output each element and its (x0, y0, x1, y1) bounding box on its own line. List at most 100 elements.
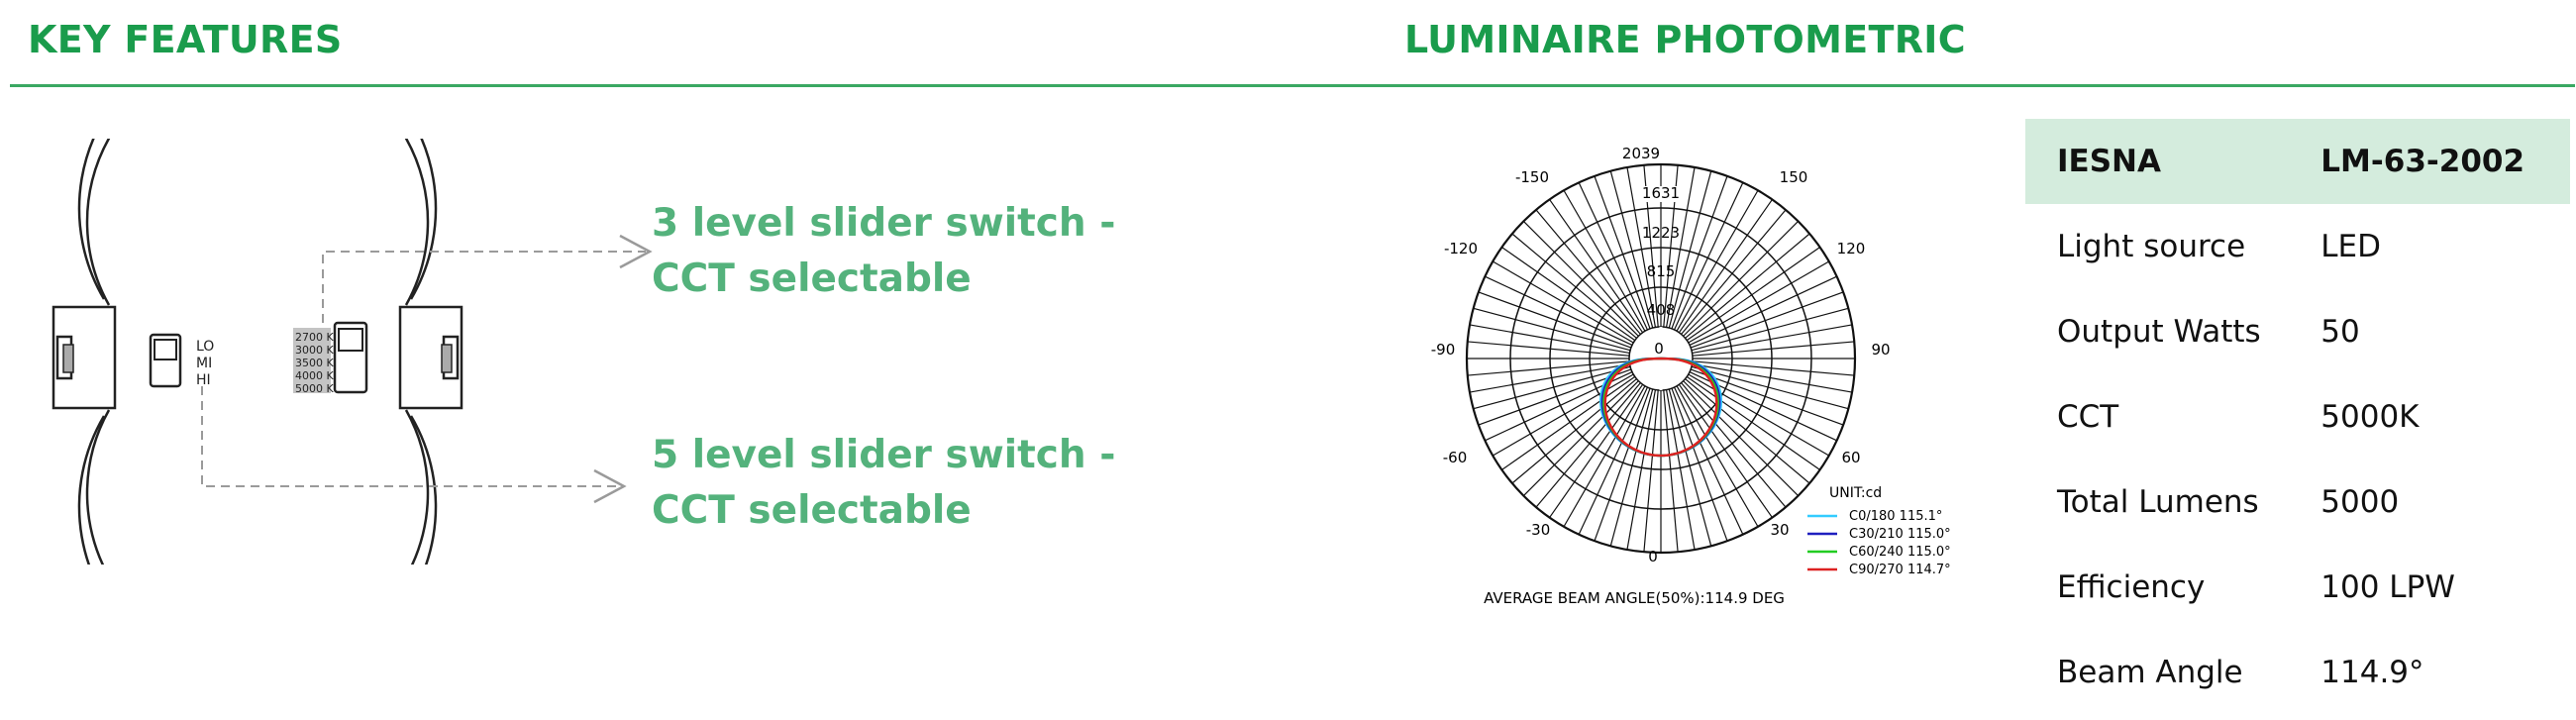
spec-value: 100 LPW (2320, 569, 2455, 605)
five-level-switch: 2700 K 3000 K 3500 K 4000 K 5000 K (293, 321, 368, 395)
polar-spoke (1678, 383, 1773, 518)
polar-spoke (1511, 378, 1637, 484)
spec-value: 5000K (2320, 399, 2420, 435)
polar-spoke (1676, 385, 1759, 528)
polar-spoke (1578, 182, 1649, 331)
polar-spoke (1685, 233, 1810, 339)
polar-spoke (1492, 260, 1634, 344)
legend-label-c60: C60/240 115.0° (1849, 545, 1951, 560)
photometric-heading: LUMINAIRE PHOTOMETRIC (1404, 18, 1966, 61)
angle-label-minus-150: -150 (1515, 168, 1549, 186)
polar-spoke (1609, 388, 1654, 547)
feature-three-level-line2: CCT selectable (652, 257, 972, 301)
polar-ring (1549, 247, 1773, 470)
polar-spoke (1522, 380, 1639, 497)
ring-label-2039: 2039 (1622, 145, 1660, 162)
cct-level-4000: 4000 K (295, 369, 334, 382)
polar-spoke (1685, 378, 1810, 484)
feature-five-level-line1: 5 level slider switch - (652, 433, 1116, 477)
angle-label-120: 120 (1837, 240, 1866, 257)
polar-spoke (1691, 307, 1849, 352)
polar-spoke (1485, 275, 1633, 347)
spec-label: Light source (2057, 229, 2246, 264)
polar-spoke (1535, 209, 1641, 335)
angle-label-minus-60: -60 (1443, 449, 1468, 466)
cct-level-3000: 3000 K (295, 344, 334, 357)
polar-spoke (1467, 341, 1630, 357)
polar-spoke (1663, 389, 1679, 553)
polar-spoke (1690, 291, 1844, 349)
beam-angle-caption: AVERAGE BEAM ANGLE(50%):114.9 DEG (1484, 589, 1785, 607)
three-level-switch: LO MI HI (149, 333, 214, 388)
polar-ring (1465, 162, 1857, 555)
callout-arrows (201, 251, 646, 487)
cct-level-5000: 5000 K (295, 382, 334, 395)
polar-spoke (1469, 362, 1630, 393)
feature-five-level-line2: CCT selectable (652, 488, 972, 533)
legend-label-c0: C0/180 115.1° (1849, 509, 1942, 524)
polar-spoke (1692, 360, 1855, 376)
feature-five-level-switch: 5 level slider switch - CCT selectable (652, 428, 1115, 539)
arrowhead-five-level (593, 468, 627, 504)
polar-spoke (1522, 220, 1639, 337)
polar-legend: C0/180 115.1° C30/210 115.0° C60/240 115… (1807, 509, 1951, 577)
polar-rings (1465, 162, 1857, 555)
spec-row: CCT 5000K (2025, 374, 2570, 460)
polar-spoke (1673, 182, 1744, 331)
polar-spoke (1609, 170, 1654, 329)
spec-value: LED (2320, 229, 2382, 264)
angle-label-60: 60 (1841, 449, 1860, 466)
angle-label-90: 90 (1871, 341, 1890, 359)
legend-label-c90: C90/270 114.7° (1849, 563, 1951, 577)
polar-spoke (1492, 373, 1634, 457)
polar-spoke (1549, 199, 1644, 334)
polar-spoke (1689, 275, 1837, 347)
power-level-lo: LO (196, 339, 214, 355)
polar-photometric-chart: 2039 1631 1223 815 408 0 -150 150 -120 1… (1431, 145, 1951, 607)
polar-unit: UNIT:cd (1829, 485, 1882, 501)
ring-label-815: 815 (1647, 262, 1676, 280)
polar-spoke (1688, 373, 1830, 457)
polar-spoke (1473, 307, 1631, 352)
spec-row: Beam Angle 114.9° (2025, 630, 2570, 715)
polar-spoke (1678, 199, 1773, 334)
spec-row: Total Lumens 5000 (2025, 460, 2570, 545)
spec-label: Beam Angle (2057, 655, 2243, 690)
callout-arrow-five-level (201, 386, 622, 487)
polar-spoke (1692, 324, 1853, 355)
feature-three-level-line1: 3 level slider switch - (652, 201, 1116, 246)
key-features-heading: KEY FEATURES (28, 18, 343, 61)
polar-ring (1589, 286, 1733, 431)
polar-spoke (1681, 382, 1787, 508)
spec-header-label: IESNA (2025, 119, 2312, 204)
polar-spoke (1511, 233, 1637, 339)
spec-label: Efficiency (2057, 569, 2206, 605)
polar-spoke (1501, 375, 1636, 470)
polar-spoke (1686, 375, 1820, 470)
spec-label: Total Lumens (2057, 484, 2259, 520)
polar-spoke (1467, 360, 1630, 376)
polar-spoke (1535, 382, 1641, 508)
spec-value: 50 (2320, 314, 2360, 350)
polar-spoke (1686, 247, 1820, 342)
polar-spoke (1563, 385, 1646, 528)
cct-level-2700: 2700 K (295, 331, 334, 344)
polar-spoke (1683, 380, 1800, 497)
polar-spoke (1692, 362, 1853, 393)
callout-arrow-three-level (322, 251, 646, 323)
polar-spoke (1469, 324, 1630, 355)
spec-table-header: IESNA LM-63-2002 (2025, 119, 2570, 204)
angle-label-0: 0 (1648, 548, 1658, 566)
luminaire-diagram: LO MI HI 2700 K 3000 K 3500 K 4000 K 500… (52, 139, 653, 565)
polar-spoke (1563, 189, 1646, 332)
polar-spoke (1665, 389, 1696, 551)
polar-spoke (1549, 383, 1644, 518)
polar-spoke (1665, 166, 1696, 328)
polar-spoke (1681, 209, 1787, 335)
ring-label-bg (1638, 186, 1684, 202)
polar-spoke (1692, 341, 1855, 357)
polar-spoke (1594, 175, 1651, 330)
ring-label-1631: 1631 (1642, 184, 1680, 202)
power-level-hi: HI (196, 372, 211, 388)
polar-spoke (1673, 386, 1744, 535)
